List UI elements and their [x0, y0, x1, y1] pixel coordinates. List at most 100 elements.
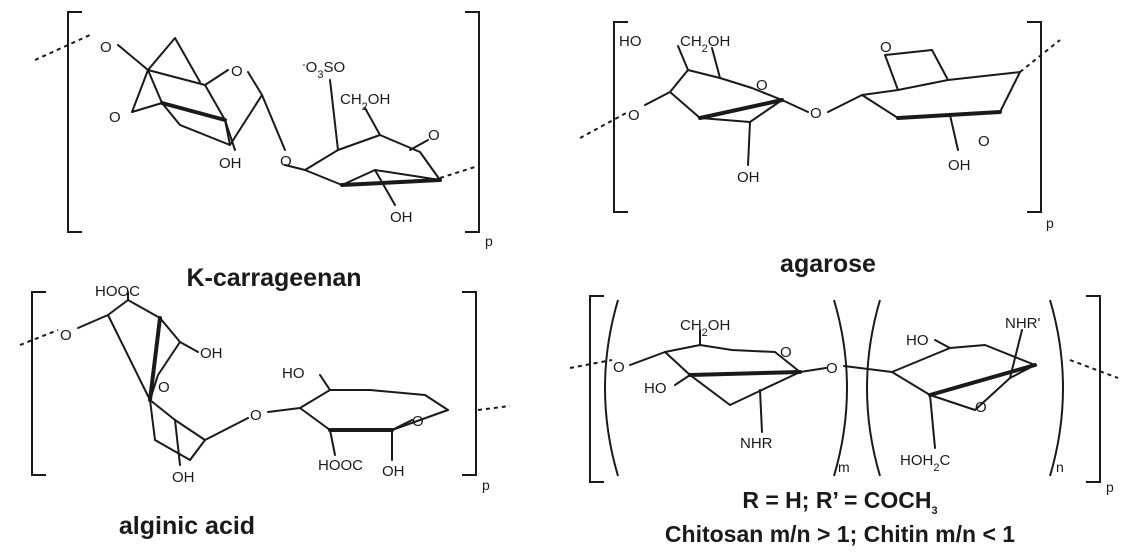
bond: [131, 102, 163, 113]
k-carrageenan-label: K-carrageenan: [186, 264, 361, 292]
glycosidic-bond: [284, 164, 306, 171]
ring-1: [147, 69, 231, 146]
ring-1-oh: OH: [219, 155, 242, 172]
left-bracket: [613, 21, 628, 213]
right-bracket: [465, 11, 480, 233]
ring-2-ho: HO: [906, 332, 929, 349]
bond: [409, 139, 429, 151]
ring-2-cooh: HOOC: [318, 457, 363, 474]
ring-2-oh: OH: [382, 463, 405, 480]
left-bracket: [67, 11, 82, 233]
bond-to-oh: [179, 341, 199, 353]
repeat-index: p: [485, 233, 493, 249]
bond-to-sulfate: [329, 79, 339, 151]
ring-1-ho: HO: [644, 380, 667, 397]
right-bracket: [1027, 21, 1042, 213]
ring-2-oh: OH: [390, 209, 413, 226]
chain-linkage-left: [34, 34, 91, 61]
anhydro-bridge: [147, 37, 201, 83]
chain-linkage-right: [477, 405, 511, 411]
glycosidic-o: O: [810, 105, 822, 122]
bond: [247, 71, 263, 96]
bond-to-oh: [949, 114, 959, 151]
bond: [391, 419, 413, 431]
ring-1-oh: OH: [737, 169, 760, 186]
ring-1-o-ring: O: [780, 344, 792, 361]
ring-2-o-bridge: O: [880, 39, 892, 56]
bond-to-ho: [677, 45, 689, 71]
ring-2-front-bond: [340, 178, 442, 187]
ring-1: [664, 344, 801, 406]
bond: [644, 91, 671, 106]
glycosidic-o: O: [250, 407, 262, 424]
bond: [204, 69, 229, 86]
ring-2-o-ring: O: [412, 413, 424, 430]
alginic-acid-structure: p HOOC O OH O O OH HO O HOOC OH alginic …: [19, 283, 511, 540]
bond-to-ho: [674, 374, 691, 386]
agarose-label: agarose: [780, 250, 876, 278]
chain-linkage-right: [1019, 39, 1061, 73]
bond-to-hoh2c: [929, 394, 936, 449]
ring-1-front-bond: [688, 370, 802, 377]
chain-linkage-right: [1069, 359, 1119, 379]
ring-1-o-link: O: [100, 39, 112, 56]
left-paren-m: [604, 299, 619, 477]
bond-to-nhr-prime: [1009, 329, 1023, 379]
ring-1-ch2oh: CH2OH: [680, 317, 730, 339]
ring-1-o-ring: O: [158, 379, 170, 396]
chain-linkage-left: [579, 111, 629, 139]
agarose-structure: p HO CH2OH O O O OH O O OH agarose: [579, 21, 1061, 278]
ring-2-oh: OH: [948, 157, 971, 174]
bond: [224, 119, 236, 151]
ring-1-nhr: NHR: [740, 435, 773, 452]
ring-2-hoh2c: HOH2C: [900, 452, 950, 474]
right-bracket: [1086, 295, 1101, 483]
ring-1-front-bond: [698, 98, 784, 120]
substituent-definition: R = H; R’ = COCH3: [742, 487, 937, 517]
ring-1-ho: HO: [619, 33, 642, 50]
repeat-index: p: [1046, 215, 1054, 231]
glycosidic-bond: [204, 417, 249, 441]
index-m: m: [838, 459, 850, 475]
ring-1-o-ring: O: [756, 77, 768, 94]
ring-1-o-bridge: O: [109, 109, 121, 126]
ring-2-o-ring: O: [428, 127, 440, 144]
sulfate-group: -O3SO: [302, 59, 345, 81]
ring-2-o-ring: O: [978, 133, 990, 150]
glycosidic-bond: [781, 99, 809, 113]
ring-2-front-bond: [928, 363, 1037, 397]
left-bracket: [589, 295, 604, 483]
left-bracket: [31, 291, 46, 476]
ring-1: [669, 69, 783, 123]
alginic-acid-label: alginic acid: [119, 512, 255, 540]
repeat-index: p: [482, 477, 490, 493]
ring-2-ch2oh: CH2OH: [340, 91, 390, 113]
chain-linkage-left: [19, 329, 59, 346]
bond-to-nhr: [759, 389, 763, 433]
link-o: O: [628, 107, 640, 124]
anhydro-bridge: [884, 49, 949, 91]
bond-to-ch2oh: [711, 47, 721, 79]
link-o: O: [60, 327, 72, 344]
glycosidic-bond: [827, 94, 863, 113]
glycosidic-bond: [261, 94, 286, 151]
ring-1-oh-lower: OH: [172, 469, 195, 486]
bond: [229, 94, 263, 146]
bond-to-cooh: [329, 429, 336, 456]
ring-2-o-ring: O: [975, 399, 987, 416]
ring-1-lower: [149, 399, 206, 461]
glycosidic-o: O: [826, 360, 838, 377]
bond-to-ch2oh: [364, 107, 381, 136]
ring-1-ch2oh: CH2OH: [680, 33, 730, 55]
repeat-index: p: [1106, 479, 1114, 495]
right-paren-n: [1049, 299, 1064, 477]
chitin-chitosan-structure: p m n CH2OH O O HO NHR HO NHR' O HOH2C O: [569, 295, 1119, 547]
bond: [131, 69, 149, 113]
ring-1-oh-upper: OH: [200, 345, 223, 362]
glycosidic-bond: [843, 365, 893, 373]
ring-2: [891, 344, 1036, 411]
chitosan-chitin-ratio: Chitosan m/n > 1; Chitin m/n < 1: [665, 521, 1015, 547]
index-n: n: [1056, 459, 1064, 475]
ring-2: [299, 389, 449, 431]
